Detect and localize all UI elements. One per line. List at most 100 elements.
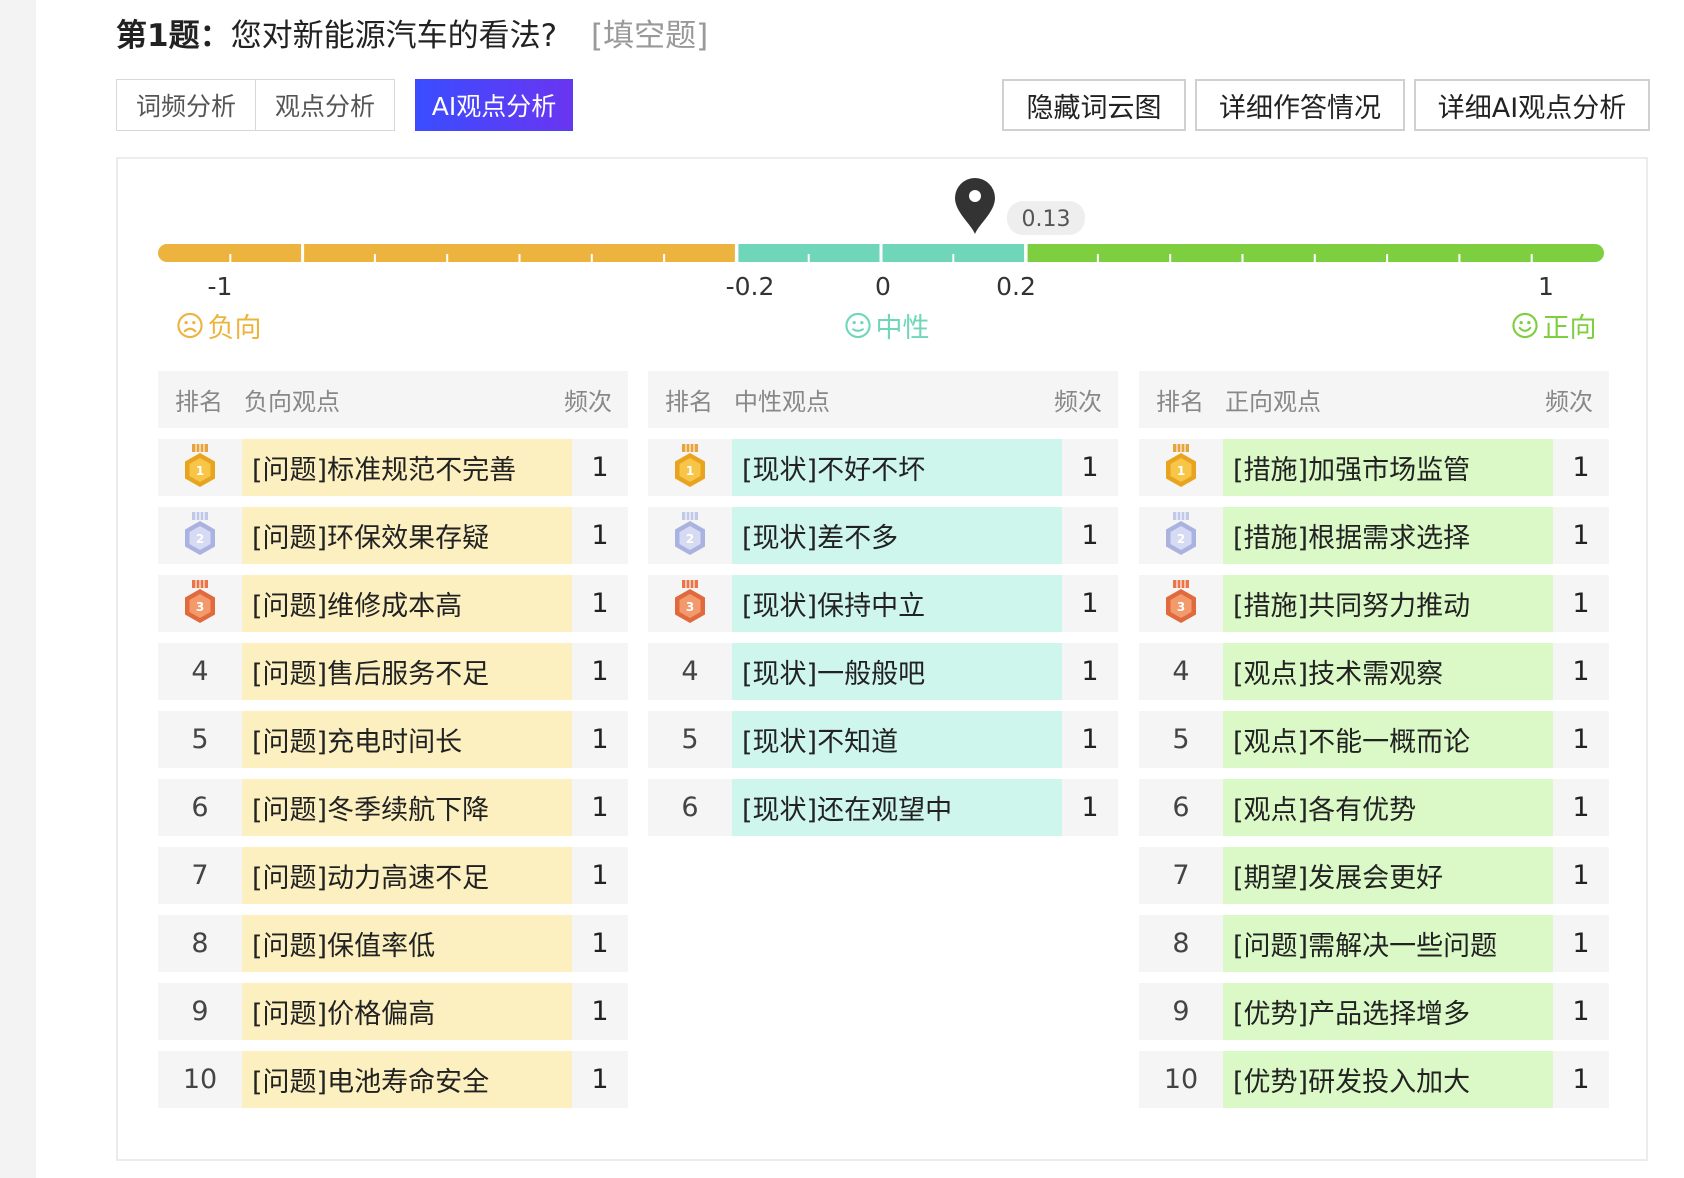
neutral-sentiment-label: 中性 — [845, 306, 930, 345]
frequency-value: 1 — [1572, 1064, 1590, 1095]
rank-cell: 1 — [648, 439, 732, 496]
opinion-label: [问题]维修成本高 — [242, 575, 572, 632]
frequency-value: 1 — [1081, 656, 1099, 687]
medal-rank-number: 3 — [686, 600, 694, 614]
medal-rank-number: 3 — [1177, 600, 1185, 614]
rank-cell: 3 — [158, 575, 242, 632]
opinion-label: [问题]保值率低 — [242, 915, 572, 972]
tab-word-frequency[interactable]: 词频分析 — [116, 79, 256, 131]
opinion-label: [优势]研发投入加大 — [1223, 1051, 1553, 1108]
frequency-value: 1 — [1572, 724, 1590, 755]
frequency-value: 1 — [1081, 452, 1099, 483]
table-header: 排名 中性观点 频次 — [648, 371, 1118, 428]
frequency-value: 1 — [591, 792, 609, 823]
frequency-value: 1 — [1572, 520, 1590, 551]
rank-cell: 10 — [182, 1064, 218, 1095]
frequency-value: 1 — [591, 588, 609, 619]
scale-label-02: 0.2 — [996, 272, 1036, 301]
table-row: 7 [问题]动力高速不足 1 — [158, 847, 628, 904]
rank-cell: 9 — [191, 996, 209, 1027]
gauge-value: 0.13 — [1021, 207, 1070, 232]
rank-cell: 3 — [1139, 575, 1223, 632]
rank-cell: 4 — [191, 656, 209, 687]
bronze-medal-icon: 3 — [1166, 579, 1196, 623]
scale-label-max: 1 — [1538, 272, 1554, 301]
frequency-header: 频次 — [1545, 388, 1593, 416]
frequency-value: 1 — [591, 520, 609, 551]
rank-header: 排名 — [1156, 388, 1204, 416]
frequency-value: 1 — [591, 1064, 609, 1095]
scale-label-zero: 0 — [875, 272, 891, 301]
table-row: 3[问题]维修成本高 1 — [158, 575, 628, 632]
answer-details-button[interactable]: 详细作答情况 — [1195, 79, 1405, 131]
silver-medal-icon: 2 — [185, 511, 215, 555]
question-number: 第1题： — [116, 17, 231, 54]
rank-cell: 5 — [191, 724, 209, 755]
neutral-opinion-table: 排名 中性观点 频次 1 [现状]不好不坏 1 2 [现状]差不多 1 3 [现状]保持中立 1… — [648, 371, 1118, 847]
rank-cell: 5 — [681, 724, 699, 755]
segment-joint — [1027, 244, 1040, 262]
frequency-value: 1 — [591, 656, 609, 687]
opinion-label: [问题]价格偏高 — [242, 983, 572, 1040]
frequency-value: 1 — [1081, 724, 1099, 755]
frequency-value: 1 — [591, 928, 609, 959]
rank-cell: 6 — [1172, 792, 1190, 823]
opinion-label: [问题]冬季续航下降 — [242, 779, 572, 836]
table-header: 排名 负向观点 频次 — [158, 371, 628, 428]
gauge-value-badge: 0.13 — [1006, 201, 1085, 235]
rank-header: 排名 — [665, 388, 713, 416]
rank-cell: 7 — [191, 860, 209, 891]
frequency-value: 1 — [1081, 520, 1099, 551]
hide-wordcloud-button[interactable]: 隐藏词云图 — [1002, 79, 1186, 131]
rank-cell: 5 — [1172, 724, 1190, 755]
opinion-label: [现状]不好不坏 — [732, 439, 1062, 496]
negative-opinion-header: 负向观点 — [244, 388, 340, 416]
gold-medal-icon: 1 — [185, 443, 215, 487]
silver-medal-icon: 2 — [675, 511, 705, 555]
gold-medal-icon: 1 — [675, 443, 705, 487]
frequency-value: 1 — [591, 452, 609, 483]
frequency-header: 频次 — [564, 388, 612, 416]
opinion-label: [措施]根据需求选择 — [1223, 507, 1553, 564]
table-row: 3 [现状]保持中立 1 — [648, 575, 1118, 632]
gold-medal-icon: 1 — [1166, 443, 1196, 487]
rank-cell: 6 — [681, 792, 699, 823]
rank-cell: 2 — [648, 507, 732, 564]
frequency-value: 1 — [1572, 860, 1590, 891]
opinion-label: [优势]产品选择增多 — [1223, 983, 1553, 1040]
opinion-label: [问题]动力高速不足 — [242, 847, 572, 904]
positive-opinion-header: 正向观点 — [1225, 388, 1321, 416]
opinion-label: [现状]差不多 — [732, 507, 1062, 564]
frequency-value: 1 — [1081, 792, 1099, 823]
medal-rank-number: 1 — [1177, 464, 1185, 478]
rank-cell: 9 — [1172, 996, 1190, 1027]
opinion-label: [问题]充电时间长 — [242, 711, 572, 768]
frequency-value: 1 — [1081, 588, 1099, 619]
action-buttons: 隐藏词云图 详细作答情况 详细AI观点分析 — [1002, 79, 1650, 131]
frequency-value: 1 — [1572, 928, 1590, 959]
tab-opinion-analysis[interactable]: 观点分析 — [255, 79, 395, 131]
opinion-label: [现状]保持中立 — [732, 575, 1062, 632]
frequency-value: 1 — [1572, 656, 1590, 687]
frequency-value: 1 — [591, 860, 609, 891]
ai-opinion-details-button[interactable]: 详细AI观点分析 — [1414, 79, 1650, 131]
tab-ai-opinion-analysis[interactable]: AI观点分析 — [415, 79, 573, 131]
medal-rank-number: 2 — [686, 532, 694, 546]
